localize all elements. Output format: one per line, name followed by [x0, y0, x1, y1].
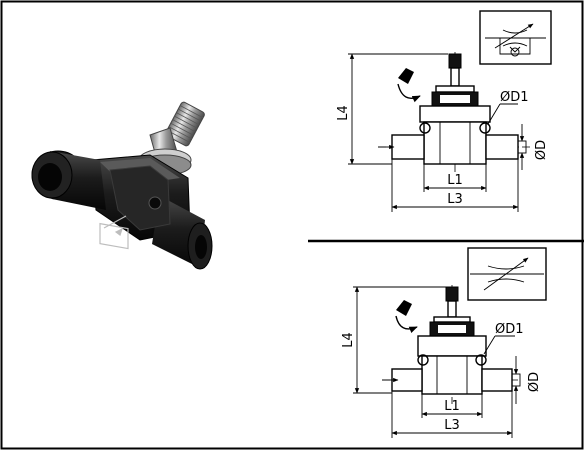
- dim-label-l1-bottom: L1: [444, 399, 460, 414]
- technical-drawing-top: L4 ØD1 ØD: [336, 10, 552, 212]
- valve-body: [31, 150, 213, 270]
- dim-label-od1-bottom: ØD1: [495, 322, 524, 337]
- dim-label-l1: L1: [447, 173, 463, 188]
- product-photo: [31, 101, 213, 270]
- dim-label-l4: L4: [336, 105, 351, 121]
- throttle-valve-symbol: [467, 247, 547, 301]
- technical-drawing-bottom: L4 ØD1 ØD: [341, 247, 547, 438]
- adjust-arrow-icon: [395, 300, 418, 333]
- dim-label-l3-bottom: L3: [444, 418, 460, 433]
- flow-control-valve-with-check-symbol: [479, 10, 552, 65]
- embossed-valve-symbol: [99, 215, 129, 250]
- dim-label-l4-bottom: L4: [341, 332, 356, 348]
- dim-label-od-bottom: ØD: [527, 372, 542, 392]
- dim-label-l3: L3: [447, 192, 463, 207]
- dim-label-od1: ØD1: [500, 90, 529, 105]
- adjust-arrow-icon: [397, 68, 421, 103]
- dim-label-od: ØD: [534, 140, 549, 160]
